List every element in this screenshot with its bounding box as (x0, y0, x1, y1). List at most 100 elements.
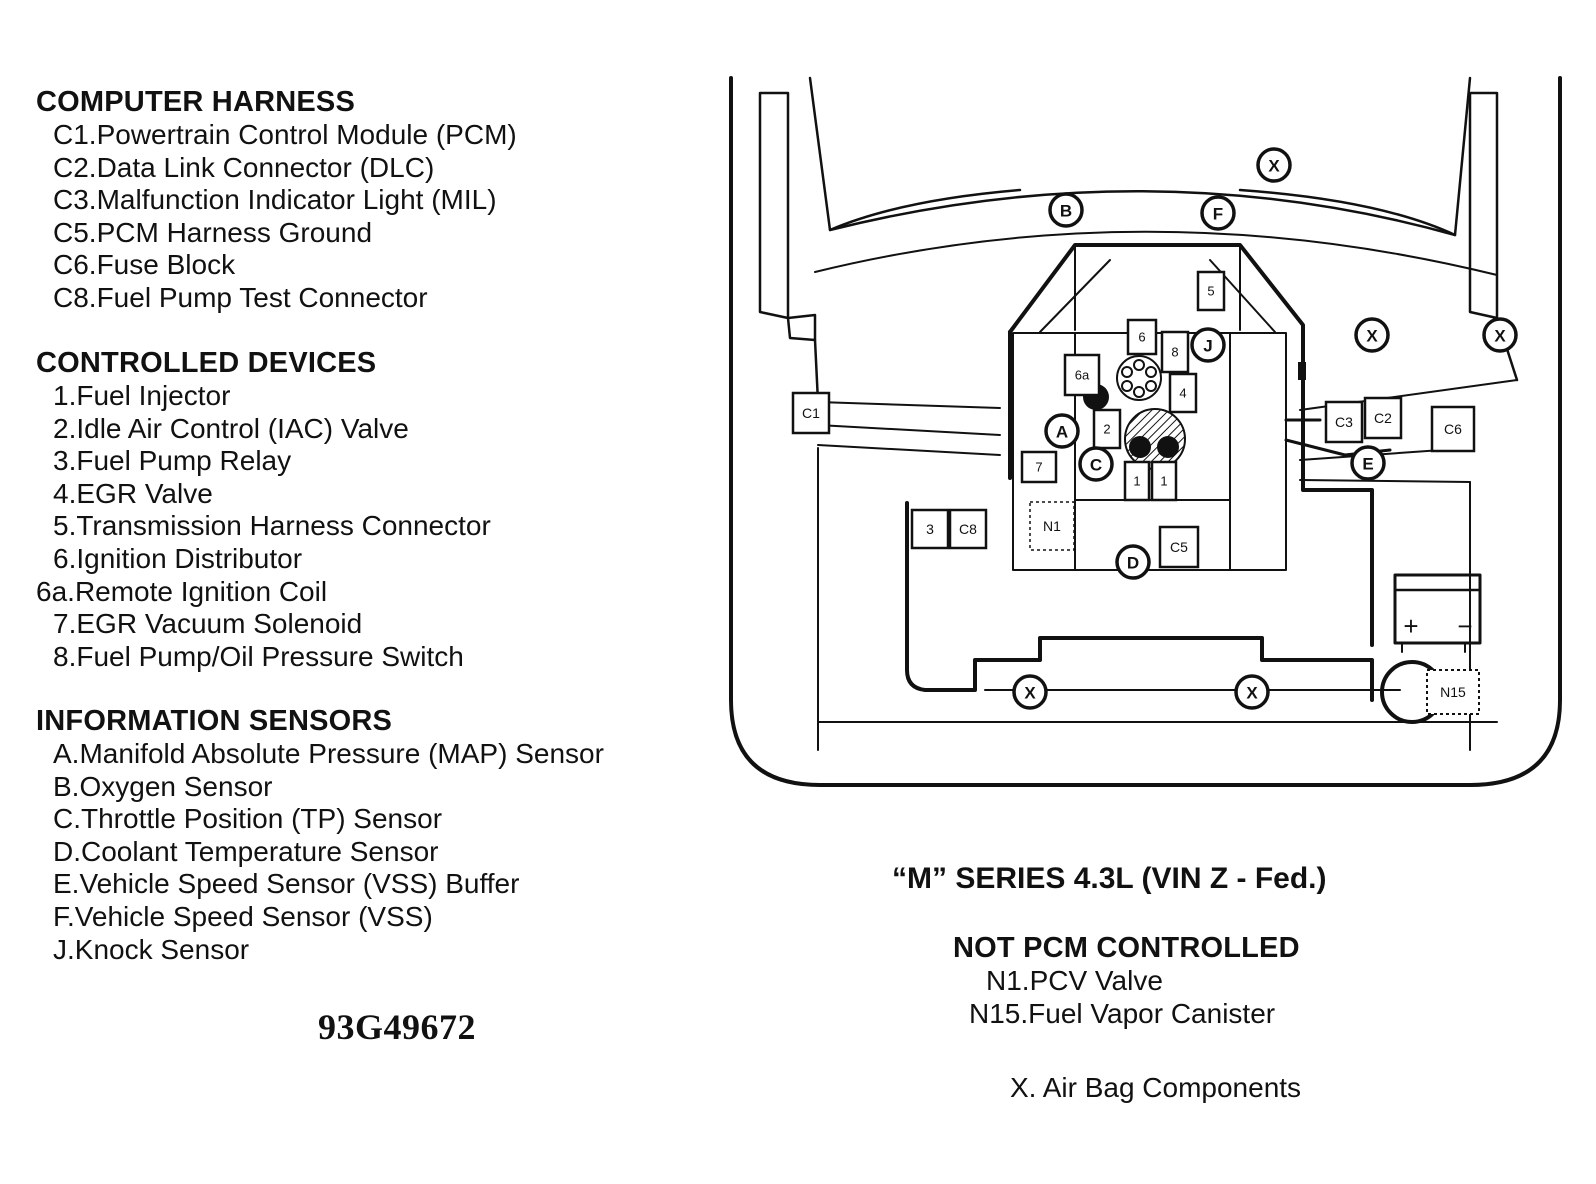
legend-item-text: Vehicle Speed Sensor (VSS) Buffer (79, 868, 520, 900)
legend-item-code: N1. (986, 965, 1030, 996)
component-box-d6a (1063, 353, 1101, 397)
legend-item-code: J. (53, 933, 75, 965)
legend-item-text: Fuel Pump Test Connector (96, 281, 428, 313)
legend-item: C5. PCM Harness Ground (36, 217, 517, 250)
legend-item-text: PCM Harness Ground (96, 216, 373, 248)
right-fender (1468, 91, 1499, 320)
legend-item: 5. Transmission Harness Connector (36, 510, 491, 543)
legend-item-code: C5. (53, 216, 97, 248)
legend-item: N15. Fuel Vapor Canister (969, 998, 1300, 1031)
component-box-d8 (1160, 330, 1190, 374)
callout-label-j: J (1203, 337, 1212, 356)
legend-item-code: 6. (53, 542, 77, 574)
legend-item-text: Coolant Temperature Sensor (81, 835, 439, 867)
legend-item-text: EGR Vacuum Solenoid (76, 608, 363, 640)
left-fender (758, 91, 790, 320)
legend-item-code: 1. (53, 380, 77, 411)
legend-item-text: Idle Air Control (IAC) Valve (76, 412, 409, 444)
component-box-d1b (1150, 460, 1178, 502)
legend-item: B. Oxygen Sensor (36, 771, 604, 804)
heading-controlled-devices: CONTROLLED DEVICES (36, 347, 377, 379)
component-box-label-d5: 5 (1207, 284, 1214, 299)
component-box-d4 (1168, 372, 1198, 414)
legend-item-code: A. (53, 738, 80, 769)
component-box-d5 (1196, 270, 1226, 312)
subframe (905, 501, 1374, 702)
component-box-label-c5: C5 (1170, 539, 1188, 555)
component-box-d6 (1126, 318, 1158, 356)
legend-item-code: C6. (53, 249, 97, 281)
legend-item: C. Throttle Position (TP) Sensor (36, 803, 604, 836)
airbag-note: X. Air Bag Components (1010, 1072, 1302, 1103)
component-box-c8 (948, 508, 988, 550)
battery (1393, 573, 1482, 645)
ignition-distributor-symbol (1116, 355, 1162, 401)
component-box-label-d1b: 1 (1160, 474, 1167, 489)
legend-item-code: F. (53, 900, 75, 932)
legend-item-text: Malfunction Indicator Light (MIL) (96, 184, 497, 216)
callout-label-f: F (1213, 205, 1223, 224)
legend-item-code: E. (53, 868, 80, 900)
legend-item-text: Remote Ignition Coil (74, 575, 328, 607)
legend-item: J. Knock Sensor (36, 934, 604, 967)
callout-label-d: D (1127, 554, 1139, 573)
callout-label-x: X (1366, 327, 1378, 346)
callout-circle-x (1354, 317, 1390, 353)
component-box-label-d4: 4 (1179, 386, 1186, 401)
callout-label-x: X (1494, 327, 1506, 346)
heading-computer-harness: COMPUTER HARNESS (36, 86, 355, 118)
legend-item: C6. Fuse Block (36, 249, 517, 282)
callout-circle-j (1190, 327, 1226, 363)
legend-item: 6a. Remote Ignition Coil (36, 576, 491, 609)
callout-label-x: X (1268, 157, 1280, 176)
component-box-n1 (1029, 501, 1075, 551)
component-box-d2 (1092, 408, 1122, 450)
legend-item-text: Fuel Vapor Canister (1028, 997, 1276, 1029)
legend-item: 4. EGR Valve (36, 478, 491, 511)
component-box-label-n1: N1 (1043, 518, 1061, 534)
component-box-label-d3: 3 (926, 521, 934, 537)
callout-label-x: X (1246, 684, 1258, 703)
legend-item: C3. Malfunction Indicator Light (MIL) (36, 184, 517, 217)
heading-not-pcm: NOT PCM CONTROLLED (953, 932, 1300, 964)
legend-item: 3. Fuel Pump Relay (36, 445, 491, 478)
legend-item-text: Fuel Pump/Oil Pressure Switch (76, 640, 464, 672)
callout-circle-d (1115, 544, 1151, 580)
callout-circle-a (1044, 413, 1080, 449)
series-title: “M” SERIES 4.3L (VIN Z - Fed.) (892, 862, 1327, 895)
legend-information-sensors: INFORMATION SENSORS A. Manifold Absolute… (36, 705, 604, 966)
callout-label-x: X (1024, 684, 1036, 703)
component-box-label-c2: C2 (1374, 410, 1392, 426)
legend-item-text: Throttle Position (TP) Sensor (81, 803, 443, 835)
callout-circle-b (1048, 192, 1084, 228)
legend-item: 8. Fuel Pump/Oil Pressure Switch (36, 641, 491, 674)
throttle-bore-right (1157, 436, 1179, 458)
legend-item-code: C3. (53, 184, 97, 216)
component-box-label-d2: 2 (1103, 422, 1110, 437)
callout-circle-f (1200, 195, 1236, 231)
legend-item: C8. Fuel Pump Test Connector (36, 282, 517, 315)
n15-label: N15 (1440, 684, 1466, 700)
legend-item-code: C2. (53, 151, 97, 183)
legend-item: 1. Fuel Injector (36, 380, 491, 413)
legend-item-code: C8. (53, 281, 97, 313)
legend-item-text: Ignition Distributor (76, 542, 303, 574)
component-box-label-c6: C6 (1444, 421, 1462, 437)
legend-item-text: PCV Valve (1029, 965, 1163, 996)
callout-circle-e (1350, 445, 1386, 481)
legend-item: F. Vehicle Speed Sensor (VSS) (36, 901, 604, 934)
legend-item-code: N15. (969, 997, 1029, 1029)
legend-item-text: Powertrain Control Module (PCM) (96, 119, 517, 150)
legend-item-text: Oxygen Sensor (79, 770, 273, 802)
legend-item-text: EGR Valve (76, 477, 213, 509)
callout-label-e: E (1362, 455, 1373, 474)
legend-item: A. Manifold Absolute Pressure (MAP) Sens… (36, 738, 604, 771)
legend-item-code: D. (53, 835, 81, 867)
callout-circle-x (1256, 147, 1292, 183)
n15-box (1426, 669, 1480, 715)
callout-label-a: A (1056, 423, 1068, 442)
component-box-c5 (1158, 525, 1200, 569)
